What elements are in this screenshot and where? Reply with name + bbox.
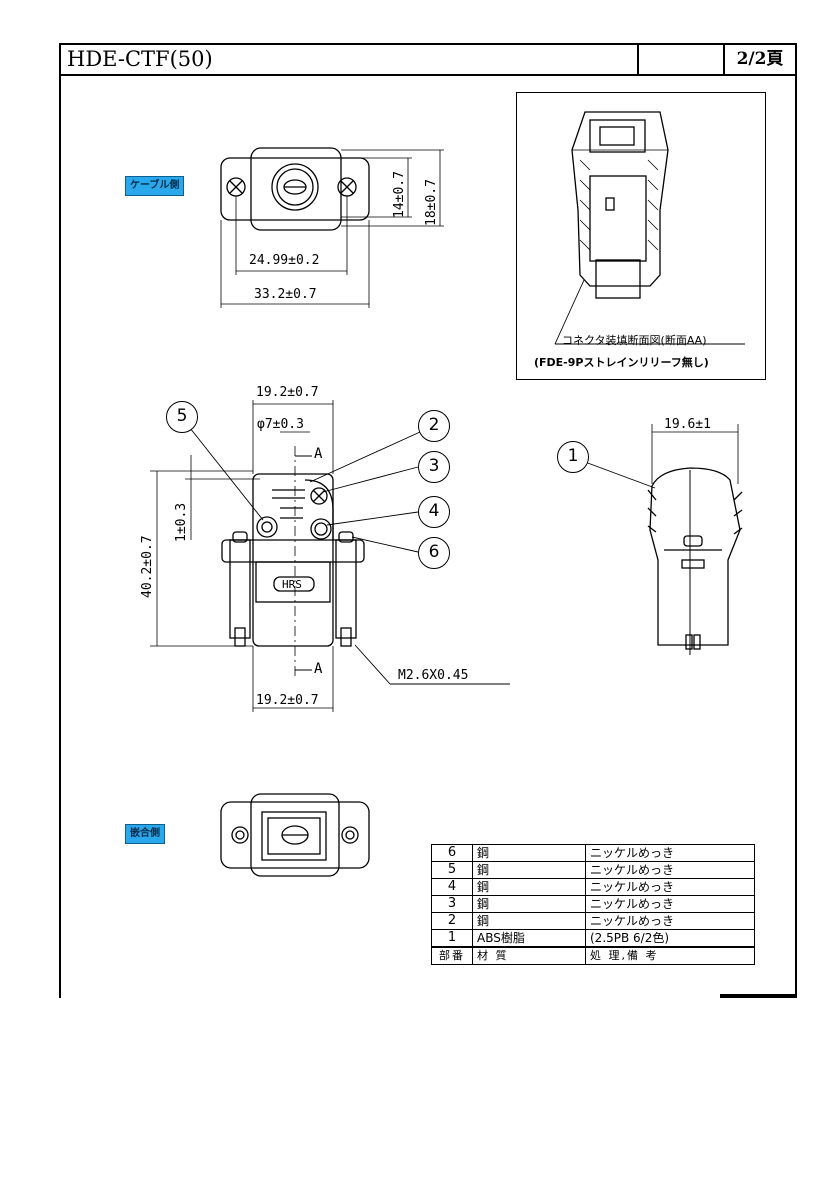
part-no: 1 <box>431 929 473 948</box>
part-finish: ニッケルめっき <box>585 861 755 879</box>
header-part-no: 部番 <box>431 946 473 965</box>
dim-diameter-7: φ7±0.3 <box>257 417 304 432</box>
callout-5: 5 <box>166 401 198 433</box>
brand-marking: HRS <box>282 578 302 591</box>
callout-6: 6 <box>418 537 450 569</box>
dim-width-192-top: 19.2±0.7 <box>256 385 319 400</box>
part-material: 鋼 <box>472 895 586 913</box>
header-material: 材 質 <box>472 946 586 965</box>
callout-4: 4 <box>418 496 450 528</box>
section-mark-a-bottom: A <box>314 661 323 677</box>
title-block: HDE-CTF(50) 2/2頁 <box>59 43 797 76</box>
part-no: 4 <box>431 878 473 896</box>
part-material: ABS樹脂 <box>472 929 586 948</box>
callout-1: 1 <box>557 441 589 473</box>
mating-side-tag: 嵌合側 <box>125 824 165 844</box>
part-no: 3 <box>431 895 473 913</box>
dim-height-18: 18±0.7 <box>424 179 439 226</box>
part-material: 鋼 <box>472 844 586 862</box>
section-caption-2: (FDE-9Pストレインリリーフ無し) <box>534 356 709 369</box>
dim-pitch-2499: 24.99±0.2 <box>249 253 320 268</box>
part-material: 鋼 <box>472 878 586 896</box>
section-view-box <box>516 92 766 380</box>
mating-side-view <box>220 793 370 877</box>
part-finish: (2.5PB 6/2色) <box>585 929 755 948</box>
dim-height-402: 40.2±0.7 <box>140 535 155 598</box>
front-view <box>150 400 510 712</box>
section-caption-1: コネクタ装填断面図(断面AA) <box>562 334 707 347</box>
part-finish: ニッケルめっき <box>585 912 755 930</box>
cable-side-view <box>220 147 444 308</box>
part-finish: ニッケルめっき <box>585 878 755 896</box>
title-block-empty-cell <box>637 45 723 74</box>
part-material: 鋼 <box>472 861 586 879</box>
section-mark-a-top: A <box>314 446 323 462</box>
dim-depth-196: 19.6±1 <box>664 417 711 432</box>
drawing-title: HDE-CTF(50) <box>67 47 213 71</box>
callout-3: 3 <box>418 451 450 483</box>
table-header-row: 部番材 質処 理,備 考 <box>431 946 755 965</box>
cable-side-tag: ケーブル側 <box>125 176 185 196</box>
page-number: 2/2頁 <box>723 45 795 74</box>
part-material: 鋼 <box>472 912 586 930</box>
dim-width-332: 33.2±0.7 <box>254 287 317 302</box>
header-finish: 処 理,備 考 <box>585 946 755 965</box>
side-view <box>584 424 743 655</box>
part-no: 5 <box>431 861 473 879</box>
part-finish: ニッケルめっき <box>585 895 755 913</box>
frame-bottom-mark <box>720 994 797 998</box>
part-finish: ニッケルめっき <box>585 844 755 862</box>
thread-spec: M2.6X0.45 <box>398 668 469 683</box>
part-no: 2 <box>431 912 473 930</box>
callout-2: 2 <box>418 410 450 442</box>
dim-offset-1: 1±0.3 <box>174 502 189 542</box>
part-no: 6 <box>431 844 473 862</box>
dim-width-192-bottom: 19.2±0.7 <box>256 693 319 708</box>
section-view-drawing <box>554 111 745 345</box>
dim-height-14: 14±0.7 <box>392 171 407 218</box>
